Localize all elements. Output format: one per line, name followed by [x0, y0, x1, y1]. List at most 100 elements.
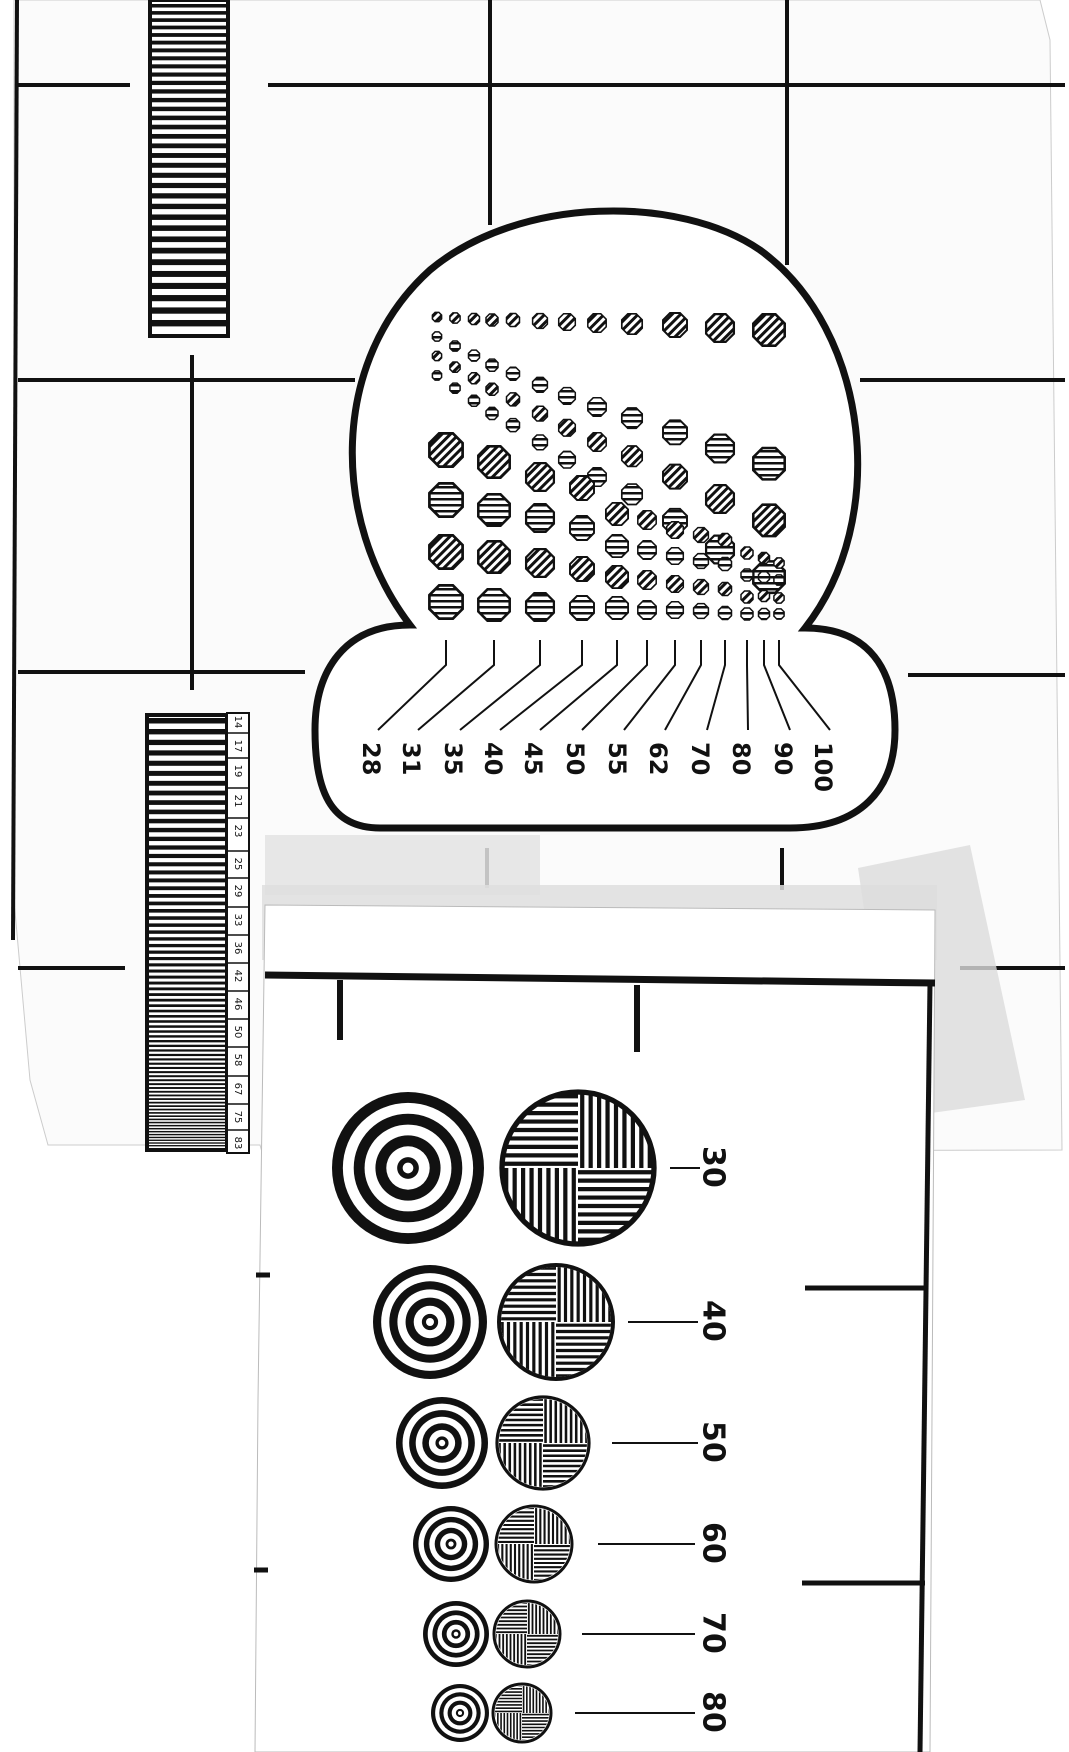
- octagon-target: [605, 565, 629, 589]
- strip-scale-label: 83: [232, 1137, 243, 1150]
- strip-bar: [150, 11, 228, 15]
- octagon-target: [505, 366, 521, 381]
- octagon-target: [662, 419, 688, 446]
- ring-center: [453, 1631, 459, 1637]
- strip-bar: [150, 106, 228, 112]
- strip-bar: [147, 760, 227, 766]
- octagon-target: [757, 570, 771, 584]
- octagon-target: [637, 540, 657, 560]
- octagon-target: [665, 600, 685, 620]
- octagon-target: [752, 503, 786, 538]
- octagon-target: [524, 461, 556, 493]
- strip-bar: [150, 33, 228, 37]
- octagon-target: [477, 445, 511, 479]
- strip-bar: [150, 133, 228, 139]
- strip-bar: [147, 878, 227, 883]
- strip-bar: [147, 886, 227, 891]
- octagon-target: [569, 475, 595, 501]
- octagon-target: [467, 371, 481, 385]
- strip-frame: [148, 0, 230, 338]
- bulb-scale-label: 35: [439, 742, 467, 775]
- strip-bar: [147, 1115, 227, 1117]
- strip-scale-label: 19: [232, 765, 243, 778]
- strip-bar: [150, 319, 228, 327]
- octagon-target: [773, 574, 785, 586]
- strip-bar: [147, 1075, 227, 1078]
- octagon-target: [557, 386, 577, 405]
- circle-scale-label: 40: [696, 1300, 731, 1342]
- strip-bar: [150, 97, 228, 103]
- octagon-target: [740, 590, 754, 604]
- strip-bar: [147, 908, 227, 913]
- strip-bar: [147, 993, 227, 996]
- strip-bar: [147, 987, 227, 991]
- octagon-target: [740, 607, 754, 621]
- octagon-target: [605, 596, 629, 620]
- strip-bar: [147, 1015, 227, 1018]
- circle-scale-label: 60: [696, 1522, 731, 1564]
- octagon-target: [431, 331, 443, 342]
- strip-bar: [150, 225, 228, 231]
- strip-bar: [147, 809, 227, 815]
- strip-bar: [147, 975, 227, 979]
- octagon-target: [717, 605, 733, 621]
- strip-scale-label: 17: [232, 740, 243, 753]
- bulb-scale-label: 90: [769, 742, 797, 775]
- octagon-target: [587, 313, 607, 333]
- strip-bar: [147, 750, 227, 756]
- octagon-target: [477, 493, 511, 527]
- strip-scale-label: 46: [232, 998, 243, 1011]
- octagon-target: [717, 532, 733, 548]
- quadrant-circle-outline: [492, 1599, 562, 1669]
- strip-bar: [147, 862, 227, 867]
- strip-bar: [150, 259, 228, 266]
- strip-bar: [147, 1020, 227, 1023]
- octagon-target: [431, 350, 443, 362]
- strip-bar: [147, 1040, 227, 1043]
- bulb-leader-line: [706, 640, 726, 731]
- strip-scale-label: 42: [232, 970, 243, 983]
- strip-bar: [147, 1139, 227, 1141]
- octagon-target: [569, 595, 595, 621]
- strip-scale-label: 21: [232, 795, 243, 808]
- ring-center: [457, 1710, 463, 1716]
- octagon-target: [569, 556, 595, 582]
- strip-bar: [147, 1142, 227, 1144]
- bulb-scale-label: 45: [519, 742, 547, 775]
- strip-bar: [150, 307, 228, 314]
- octagon-target: [773, 608, 785, 620]
- octagon-target: [428, 432, 464, 468]
- strip-bar: [147, 956, 227, 961]
- octagon-target: [569, 515, 595, 541]
- circle-scale-label: 30: [696, 1146, 731, 1188]
- octagon-target: [531, 405, 549, 422]
- strip-bar: [147, 1071, 227, 1074]
- circle-scale-label: 50: [696, 1421, 731, 1463]
- octagon-target: [704, 312, 736, 344]
- octagon-target: [665, 546, 685, 566]
- strip-scale-label: 36: [232, 942, 243, 955]
- octagon-target: [757, 589, 771, 603]
- octagon-target: [505, 392, 521, 407]
- octagon-target: [531, 312, 549, 330]
- strip-bar: [147, 1130, 227, 1133]
- octagon-target: [449, 312, 461, 324]
- octagon-target: [531, 434, 549, 451]
- strip-bar: [150, 64, 228, 69]
- strip-bar: [147, 1025, 227, 1028]
- strip-bar: [147, 943, 227, 948]
- strip-bar: [150, 72, 228, 77]
- octagon-target: [605, 534, 629, 558]
- strip-bar: [147, 1044, 227, 1048]
- strip-bar: [150, 115, 228, 121]
- octagon-target: [524, 591, 556, 623]
- strip-bar: [147, 1101, 227, 1104]
- octagon-target: [557, 450, 577, 469]
- strip-bar: [147, 969, 227, 973]
- octagon-target: [505, 417, 521, 433]
- octagon-target: [467, 394, 481, 408]
- quadrant-circle-outline: [497, 1263, 615, 1381]
- octagon-target: [773, 557, 785, 569]
